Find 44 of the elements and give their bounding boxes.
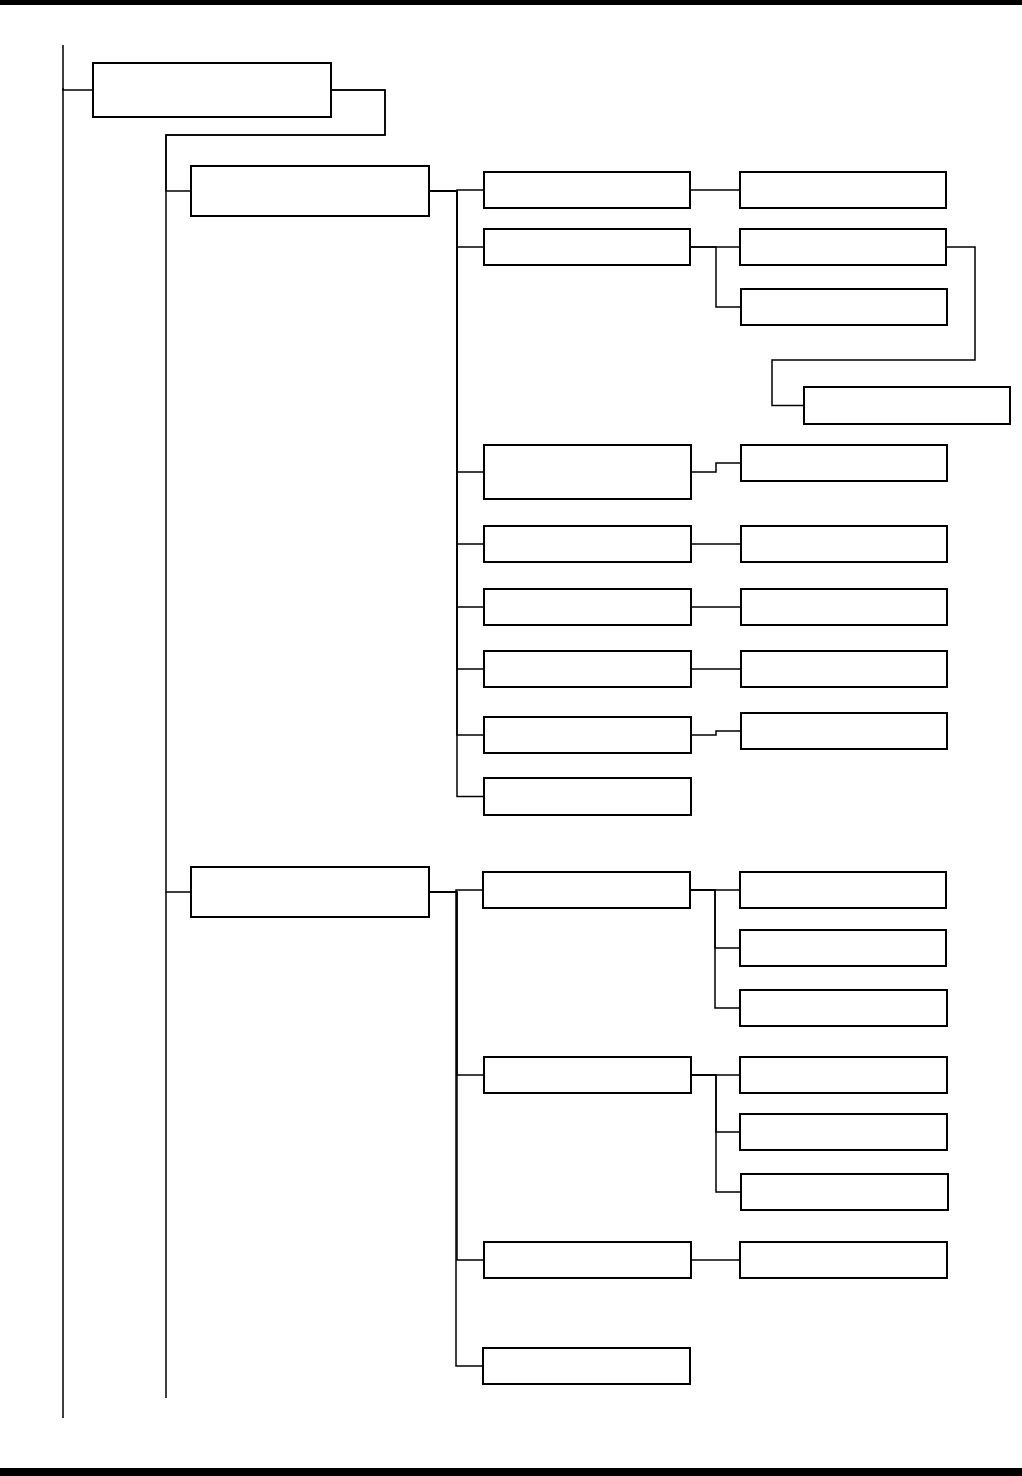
box [739, 929, 947, 967]
box [483, 171, 691, 209]
connector-line [691, 543, 741, 545]
box [739, 871, 947, 909]
connector-line [62, 44, 93, 91]
box [483, 777, 692, 816]
connector-line [691, 730, 741, 736]
box [740, 712, 948, 750]
connector-line [771, 246, 976, 407]
box [482, 1347, 691, 1385]
connector-line [691, 1259, 740, 1261]
box [740, 444, 948, 482]
box [483, 525, 692, 563]
box [739, 228, 947, 266]
box [483, 588, 692, 626]
box [739, 1241, 948, 1279]
box [483, 1056, 692, 1094]
box [92, 62, 332, 118]
box [483, 1241, 692, 1279]
box [739, 171, 947, 209]
connector-line [690, 189, 740, 191]
box [803, 386, 1011, 425]
connector-line [691, 606, 741, 608]
connector-line [691, 462, 741, 473]
box [739, 989, 948, 1027]
box [483, 228, 691, 266]
box [190, 866, 430, 918]
box [740, 288, 948, 326]
box [483, 650, 692, 688]
box [740, 588, 948, 626]
connector-line [165, 89, 386, 893]
box [740, 650, 948, 688]
connector-line [690, 246, 741, 308]
connector-line [691, 668, 741, 670]
box [739, 1056, 948, 1094]
box [483, 716, 692, 754]
box [739, 1113, 948, 1151]
box [740, 1173, 949, 1211]
connector-line [691, 1074, 741, 1193]
box [740, 525, 948, 563]
box [190, 165, 430, 217]
box [482, 871, 691, 909]
box [483, 444, 692, 500]
connector-line [690, 889, 740, 1009]
